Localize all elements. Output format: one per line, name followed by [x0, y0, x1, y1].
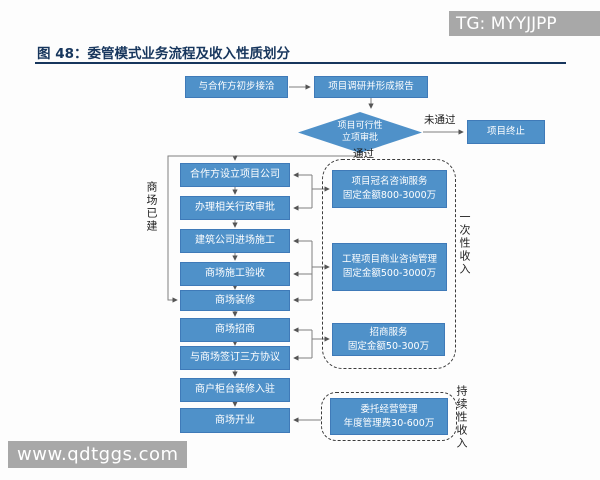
watermark-bottom-left: www.qdtggs.com — [8, 441, 187, 468]
revenue-entrusted-line2: 年度管理费30-600万 — [343, 417, 435, 429]
label-mall-already-built: 商场已建 — [145, 181, 158, 233]
revenue-engineering-line2: 固定金额500-3000万 — [342, 268, 437, 279]
revenue-naming-consulting: 项目冠名咨询服务 固定金额800-3000万 — [332, 170, 447, 208]
flow-step-initial-contact: 与合作方初步接洽 — [185, 76, 288, 98]
flow-step-merchant-fitout: 商户柜台装修入驻 — [180, 378, 290, 402]
flow-step-research-report: 项目调研并形成报告 — [314, 76, 428, 98]
revenue-entrusted-management: 委托经营管理 年度管理费30-600万 — [330, 398, 448, 435]
flow-step-mall-opening: 商场开业 — [180, 408, 290, 433]
revenue-engineering-consulting: 工程项目商业咨询管理 固定金额500-3000万 — [332, 243, 447, 291]
title-underline — [35, 62, 566, 64]
decision-line2: 立项审批 — [341, 132, 378, 143]
flow-step-construction-acceptance: 商场施工验收 — [180, 262, 290, 286]
flow-step-administrative-approval: 办理相关行政审批 — [180, 196, 290, 220]
label-not-passed: 未通过 — [424, 114, 456, 126]
label-recurring-income: 持续性收入 — [455, 385, 468, 450]
flow-step-tripartite-agreement: 与商场签订三方协议 — [180, 346, 290, 370]
revenue-leasing-service: 招商服务 固定金额50-300万 — [332, 323, 445, 356]
decision-line1: 项目可行性 — [337, 120, 383, 131]
label-passed: 通过 — [353, 148, 374, 160]
figure-title: 图 48：委管模式业务流程及收入性质划分 — [37, 46, 290, 62]
flow-step-construction-start: 建筑公司进场施工 — [180, 229, 290, 253]
flow-step-project-terminated: 项目终止 — [467, 120, 545, 144]
one-time-income-group — [322, 159, 456, 369]
watermark-top-right: TG: MYYJJPP — [449, 11, 600, 36]
revenue-engineering-line1: 工程项目商业咨询管理 — [341, 254, 437, 266]
flow-step-mall-decoration: 商场装修 — [180, 290, 290, 311]
label-one-time-income: 一次性收入 — [458, 211, 471, 276]
revenue-leasing-line2: 固定金额50-300万 — [347, 340, 430, 352]
flow-step-establish-project-company: 合作方设立项目公司 — [180, 163, 290, 187]
revenue-naming-line1: 项目冠名咨询服务 — [351, 176, 428, 188]
recurring-income-group — [321, 392, 457, 441]
revenue-naming-line2: 固定金额800-3000万 — [342, 190, 437, 201]
revenue-entrusted-line1: 委托经营管理 — [360, 403, 418, 415]
revenue-leasing-line1: 招商服务 — [369, 326, 408, 338]
flow-step-mall-leasing: 商场招商 — [180, 318, 290, 342]
